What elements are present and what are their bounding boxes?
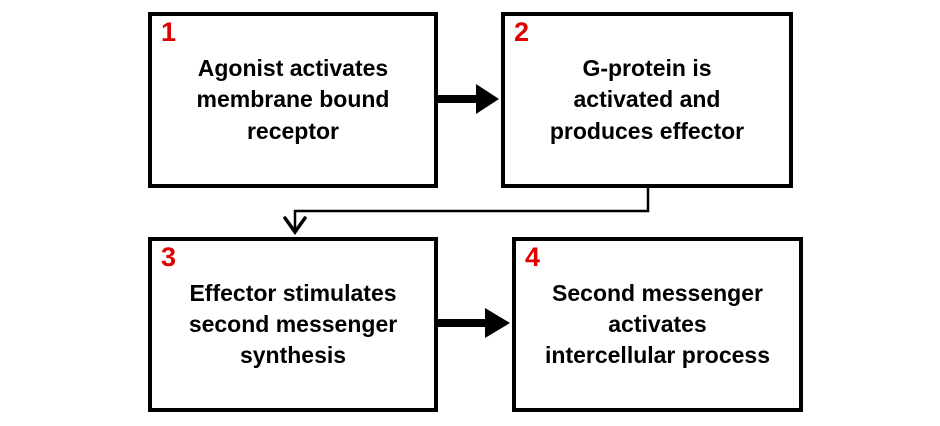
step-number-1: 1 xyxy=(161,17,177,47)
step-text-2: G-protein is activated and produces effe… xyxy=(549,55,745,144)
step-box-2: 2 G-protein is activated and produces ef… xyxy=(501,12,793,188)
step-box-1: 1 Agonist activates membrane bound recep… xyxy=(148,12,438,188)
step-number-3: 3 xyxy=(161,242,177,272)
step-text-4: Second messenger activates intercellular… xyxy=(545,279,770,369)
arrow-step1-to-step2-icon xyxy=(437,84,499,114)
step-number-2: 2 xyxy=(514,17,530,47)
step-box-3: 3 Effector stimulates second messenger s… xyxy=(148,237,438,412)
step-text-1: Agonist activates membrane bound recepto… xyxy=(196,55,390,144)
arrow-step2-to-step3-icon xyxy=(283,188,650,236)
step-number-4: 4 xyxy=(525,242,541,272)
arrow-step3-to-step4-icon xyxy=(437,308,510,338)
step-box-4: 4 Second messenger activates intercellul… xyxy=(512,237,803,412)
step-text-3: Effector stimulates second messenger syn… xyxy=(188,279,398,369)
